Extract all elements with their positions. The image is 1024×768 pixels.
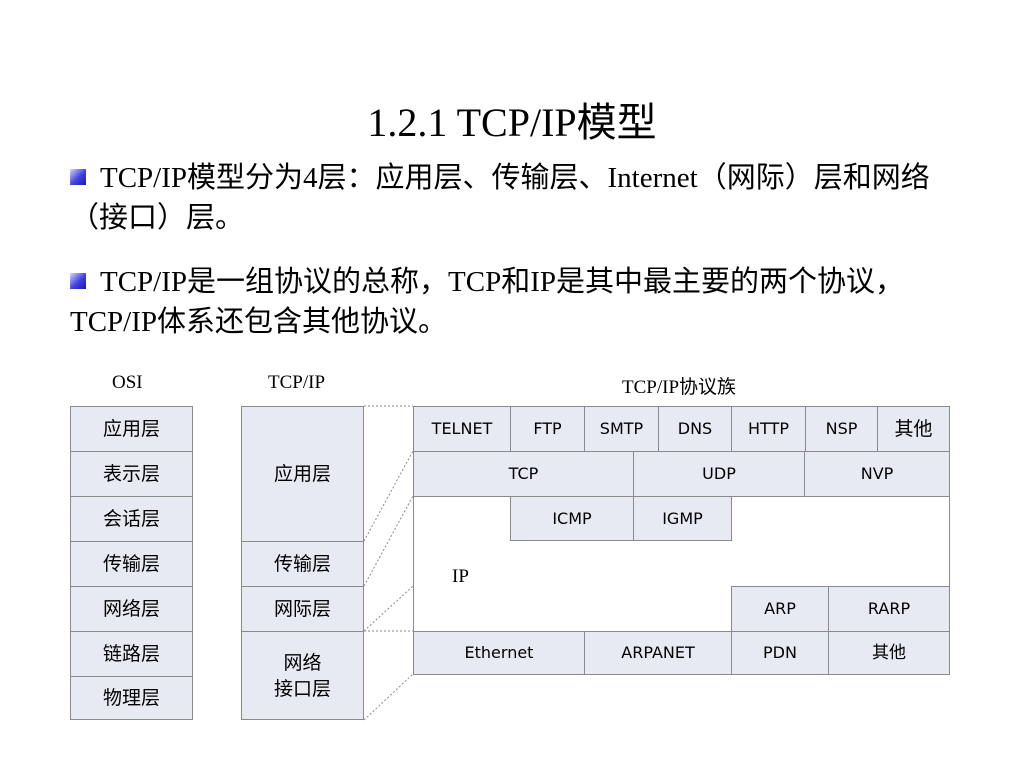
osi-layer-transport: 传输层 [70, 541, 193, 587]
slide-title: 1.2.1 TCP/IP模型 [367, 100, 657, 145]
protocol-ftp: FTP [510, 406, 585, 452]
protocol-igmp: IGMP [633, 496, 732, 541]
protocol-nvp: NVP [804, 451, 950, 497]
protocol-icmp: ICMP [510, 496, 634, 541]
protocol-nsp: NSP [805, 406, 878, 452]
protocol-arp: ARP [731, 586, 829, 632]
protocol-smtp: SMTP [584, 406, 659, 452]
bullet-point-1: TCP/IP模型分为4层：应用层、传输层、Internet（网际）层和网络（接口… [70, 158, 960, 238]
protocol-udp: UDP [633, 451, 805, 497]
tcpip-layer-transport: 传输层 [241, 541, 364, 587]
protocol-rarp: RARP [828, 586, 950, 632]
osi-layer-presentation: 表示层 [70, 451, 193, 497]
protocol-telnet: TELNET [413, 406, 511, 452]
protocol-dns: DNS [658, 406, 732, 452]
bullet-text-1: TCP/IP模型分为4层：应用层、传输层、Internet（网际）层和网络（接口… [70, 162, 930, 234]
osi-column-header: OSI [112, 372, 143, 393]
protocol-ethernet: Ethernet [413, 631, 585, 675]
protocol-tcp: TCP [413, 451, 634, 497]
osi-layer-physical: 物理层 [70, 676, 193, 720]
tcpip-layer-application: 应用层 [241, 406, 364, 542]
tcpip-column-header: TCP/IP [268, 372, 326, 393]
tcpip-layer-network-interface: 网络 接口层 [241, 631, 364, 720]
suite-column-header: TCP/IP协议族 [622, 377, 737, 398]
tcpip-layer-internet: 网际层 [241, 586, 364, 632]
ip-label: IP [452, 566, 469, 587]
protocol-arpanet: ARPANET [584, 631, 732, 675]
protocol-pdn: PDN [731, 631, 829, 675]
osi-layer-session: 会话层 [70, 496, 193, 542]
bullet-square-icon [70, 273, 86, 289]
protocol-http: HTTP [731, 406, 806, 452]
osi-layer-datalink: 链路层 [70, 631, 193, 677]
network-interface-line-1: 网络 [283, 651, 322, 674]
osi-layer-application: 应用层 [70, 406, 193, 452]
bullet-point-2: TCP/IP是一组协议的总称，TCP和IP是其中最主要的两个协议，TCP/IP体… [70, 262, 960, 342]
network-interface-line-2: 接口层 [273, 677, 331, 700]
bullet-text-2: TCP/IP是一组协议的总称，TCP和IP是其中最主要的两个协议，TCP/IP体… [70, 266, 905, 338]
osi-layer-network: 网络层 [70, 586, 193, 632]
bullet-square-icon [70, 169, 86, 185]
protocol-other-network: 其他 [828, 631, 950, 675]
protocol-other-application: 其他 [877, 406, 950, 452]
